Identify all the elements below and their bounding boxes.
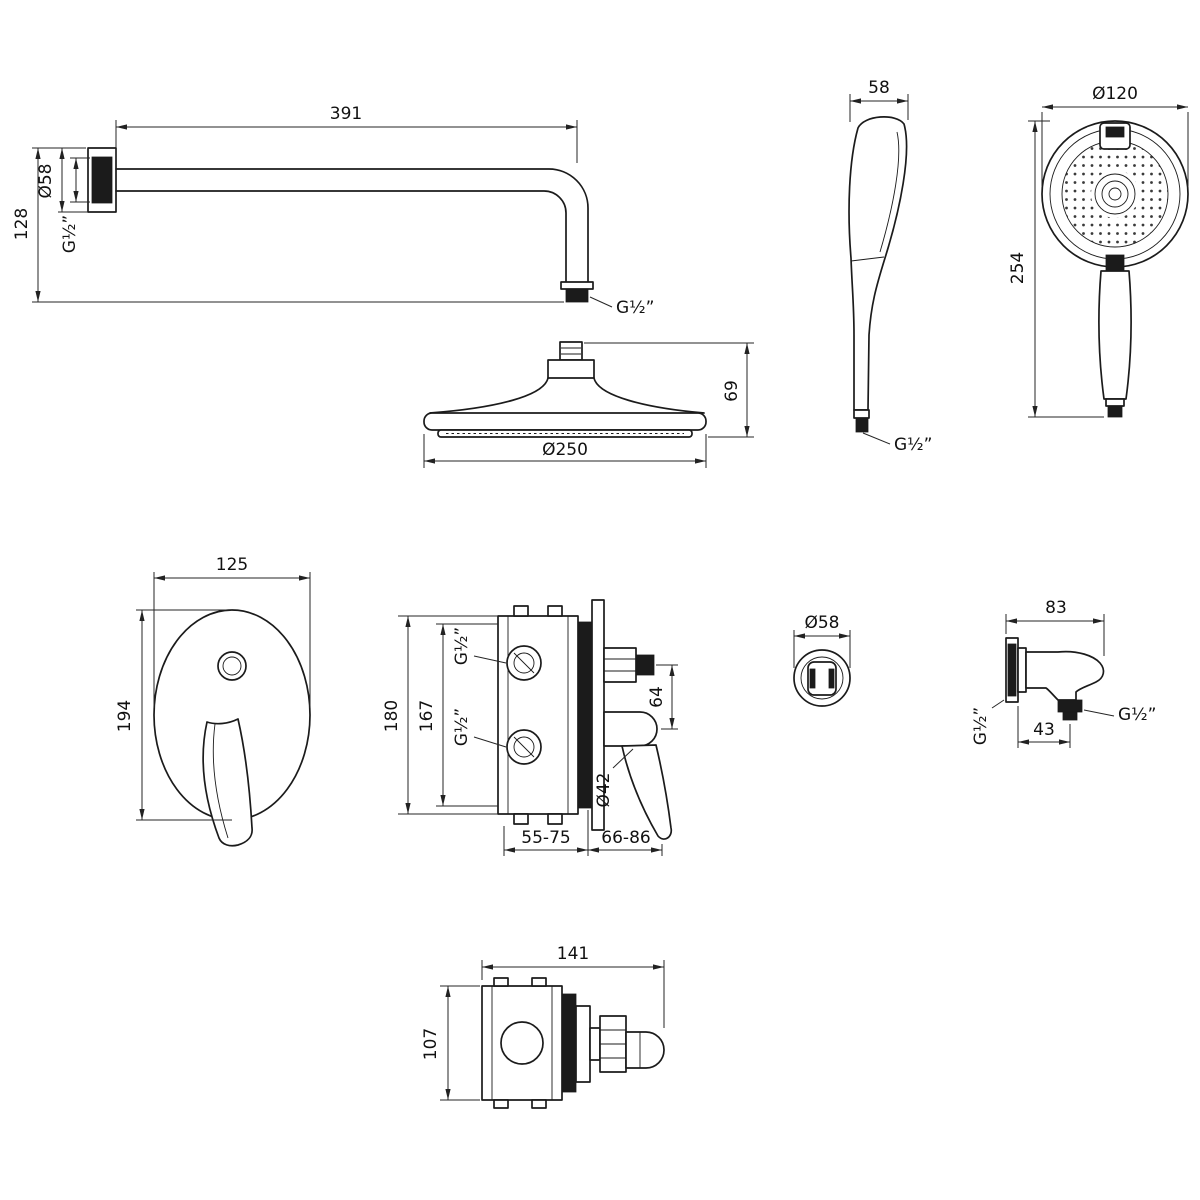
dim-hand-shower-width: 58: [849, 78, 909, 122]
mixer-lever-front: [202, 718, 253, 847]
wall-outlet-front-view: Ø58: [793, 613, 851, 707]
head-spray-plate: [437, 429, 693, 438]
arm-height-label: 128: [12, 208, 32, 240]
mixer-depth-total-label: 66-86: [601, 828, 650, 848]
dim-valve-height: 107: [421, 985, 480, 1101]
head-disc: [423, 412, 707, 431]
hand-shower-handle: [1098, 270, 1132, 400]
arm-outlet-thread: [565, 288, 589, 303]
hand-shower-inlet: [1105, 398, 1125, 407]
dim-mixer-inner-height: 167: [417, 623, 498, 807]
arm-thread-label: G½”: [60, 215, 80, 253]
head-connector: [559, 341, 583, 361]
elbow-width-label: 83: [1045, 598, 1067, 618]
hand-shower-side-body: [848, 116, 908, 411]
trim-height-label: 194: [115, 700, 135, 732]
hand-shower-width-label: 58: [868, 78, 890, 98]
dim-mixer-sleeve: Ø42: [594, 748, 634, 808]
hand-shower-side-view: 58 G½”: [848, 78, 932, 455]
wall-outlet-side-view: 83 G½” 43 G½”: [971, 598, 1156, 748]
dim-mixer-inlet-bottom-thread: G½”: [452, 708, 507, 748]
elbow-tip: [1062, 711, 1078, 721]
dim-trim-width: 125: [153, 555, 311, 708]
elbow-nut: [1057, 699, 1083, 713]
arm-thread-section: [91, 156, 113, 204]
dim-arm-length: 391: [115, 104, 578, 163]
hand-shower-thread: [1107, 405, 1123, 418]
dim-arm-flange: Ø58: [36, 148, 88, 213]
hand-shower-front-view: Ø120 254: [1008, 84, 1189, 418]
valve-cap: [625, 1031, 665, 1069]
overhead-shower-view: 69 Ø250: [423, 341, 754, 468]
dim-head-height: 69: [584, 342, 754, 438]
mixer-wall-plate: [577, 621, 593, 809]
mixer-depth-front-label: 55-75: [521, 828, 570, 848]
mixer-inlet-top-label: G½”: [452, 627, 472, 665]
elbow-hose-thread-label: G½”: [1118, 705, 1156, 725]
arm-outer-profile: [115, 168, 589, 283]
hand-shower-side-thread: [855, 417, 869, 433]
mixer-lever-hub: [603, 711, 658, 747]
outlet-diameter-label: Ø58: [804, 613, 839, 633]
dim-elbow-offset: 43: [1017, 706, 1071, 748]
valve-inlet: [500, 1021, 544, 1065]
dim-elbow-width: 83: [1005, 598, 1105, 656]
mixer-inner-height-label: 167: [417, 700, 437, 732]
elbow-wall-thread-label: G½”: [971, 707, 991, 745]
arm-flange-label: Ø58: [36, 163, 56, 198]
arm-outlet-collar: [560, 281, 594, 290]
elbow-offset-label: 43: [1033, 720, 1055, 740]
dim-arm-thread: G½”: [60, 157, 90, 253]
arm-inner-profile: [115, 190, 567, 283]
valve-height-label: 107: [421, 1028, 441, 1060]
elbow-body: [1025, 650, 1105, 701]
dim-hand-shower-thread: G½”: [862, 432, 932, 455]
dim-trim-height: 194: [115, 609, 232, 821]
mixer-valve-view: 180 167 G½” G½” 64 Ø42: [382, 599, 678, 856]
dim-valve-width: 141: [481, 944, 665, 1028]
hand-shower-height-label: 254: [1008, 252, 1028, 284]
hand-shower-side-inlet: [853, 409, 870, 419]
head-diameter-label: Ø250: [542, 440, 588, 460]
mixer-diverter-knob-side: [603, 647, 637, 683]
mixer-lever-side: [621, 744, 673, 840]
trim-plate-view: 125 194: [115, 555, 311, 847]
dim-mixer-depth-front: 55-75: [503, 810, 589, 856]
arm-length-label: 391: [330, 104, 362, 124]
mixer-port-offset-label: 64: [647, 686, 667, 708]
dim-mixer-port-offset: 64: [647, 664, 678, 730]
dim-elbow-hose-thread: G½”: [1083, 705, 1156, 725]
hand-shower-diameter-label: Ø120: [1092, 84, 1138, 104]
mixer-rough-in-box: [497, 615, 579, 815]
diverter-knob: [217, 651, 247, 681]
dim-mixer-inlet-top-thread: G½”: [452, 627, 507, 665]
dim-elbow-wall-thread: G½”: [971, 699, 1005, 745]
dim-arm-height: 128: [12, 147, 564, 303]
mixer-sleeve-label: Ø42: [594, 772, 614, 807]
trim-width-label: 125: [216, 555, 248, 575]
valve-width-label: 141: [557, 944, 589, 964]
valve-wall-plate: [561, 993, 577, 1093]
dim-mixer-depth-total: 66-86: [588, 828, 663, 856]
valve-body-view: 141 107: [421, 944, 665, 1109]
mixer-inlet-bottom-label: G½”: [452, 708, 472, 746]
hand-shower-neck: [1105, 254, 1125, 273]
dim-hand-shower-height: 254: [1008, 120, 1104, 418]
head-height-label: 69: [722, 380, 742, 402]
dim-mixer-height: 180: [382, 615, 498, 815]
shower-arm-view: 391 128 Ø58 G½” G½”: [12, 104, 654, 318]
head-collar: [547, 359, 595, 379]
dim-hand-shower-diameter: Ø120: [1041, 84, 1189, 186]
dim-outlet-diameter: Ø58: [793, 613, 851, 668]
arm-outlet-thread-label: G½”: [616, 298, 654, 318]
dim-head-diameter: Ø250: [423, 434, 707, 468]
dim-arm-outlet-thread: G½”: [589, 296, 654, 318]
hand-shower-thread-label: G½”: [894, 435, 932, 455]
mixer-height-label: 180: [382, 700, 402, 732]
